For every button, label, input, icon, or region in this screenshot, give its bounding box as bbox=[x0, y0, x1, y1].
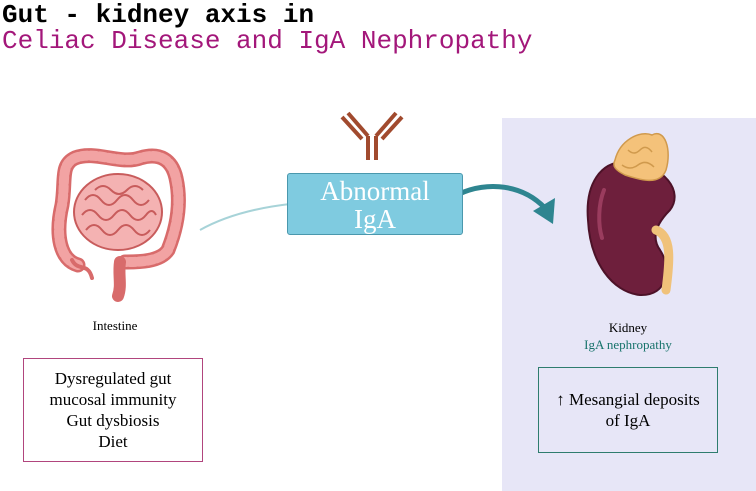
kidney-label: Kidney bbox=[608, 320, 648, 335]
gut-factor: Diet bbox=[98, 432, 128, 451]
gut-factors-box: Dysregulated gut mucosal immunity Gut dy… bbox=[23, 358, 203, 462]
intestine-icon bbox=[51, 148, 186, 302]
abnormal-iga-box: Abnormal IgA bbox=[287, 173, 463, 235]
kidney-finding-line1: ↑ Mesangial deposits bbox=[556, 390, 700, 409]
intestine-label: Intestine bbox=[92, 318, 138, 333]
antibody-icon bbox=[340, 111, 404, 160]
abnormal-iga-line1: Abnormal bbox=[320, 176, 430, 206]
gut-factor: Gut dysbiosis bbox=[66, 411, 160, 430]
gut-factor: Dysregulated gut bbox=[54, 369, 172, 388]
connector-line bbox=[199, 203, 291, 231]
arrow-head bbox=[533, 198, 555, 224]
abnormal-iga-line2: IgA bbox=[354, 204, 396, 234]
gut-factor: mucosal immunity bbox=[49, 390, 177, 409]
kidney-icon bbox=[586, 132, 676, 297]
diagram-title: Gut - kidney axis in bbox=[2, 0, 315, 30]
diagram-subtitle: Celiac Disease and IgA Nephropathy bbox=[2, 26, 533, 56]
kidney-findings-box: ↑ Mesangial deposits of IgA bbox=[538, 367, 718, 453]
kidney-finding-line2: of IgA bbox=[605, 411, 651, 430]
kidney-sublabel: IgA nephropathy bbox=[584, 337, 672, 352]
